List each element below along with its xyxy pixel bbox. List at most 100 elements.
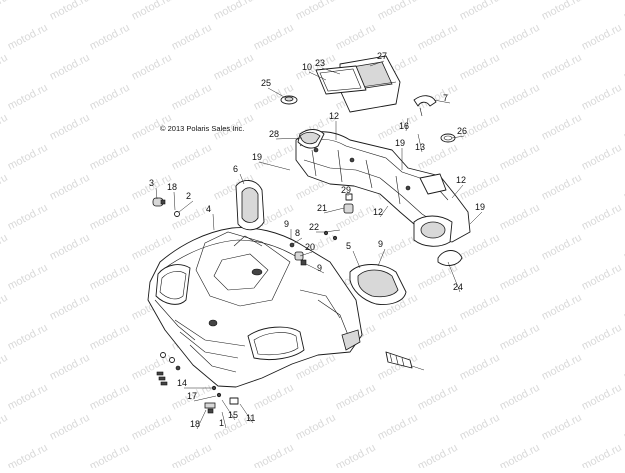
leader-line: [267, 87, 287, 99]
callout-16: 16: [399, 121, 409, 131]
callout-20: 20: [305, 242, 315, 252]
leader-line: [469, 211, 483, 225]
watermark-text: motod.ru: [88, 202, 132, 233]
watermark-text: motod.ru: [622, 0, 625, 23]
connector: [385, 351, 425, 371]
callout-12a: 12: [329, 111, 339, 121]
watermark-text: motod.ru: [6, 82, 50, 113]
watermark-text: motod.ru: [252, 22, 296, 53]
watermark-text: motod.ru: [88, 262, 132, 293]
callout-11: 11: [246, 413, 255, 423]
watermark-text: motod.ru: [0, 172, 10, 203]
clamp-ring: [440, 133, 456, 143]
callout-9a: 9: [284, 219, 289, 229]
watermark-text: motod.ru: [88, 22, 132, 53]
leader-lines: [155, 60, 483, 430]
watermark-text: motod.ru: [6, 22, 50, 53]
watermark-text: motod.ru: [6, 322, 50, 353]
leader-line: [433, 99, 451, 104]
callout-27: 27: [377, 51, 387, 61]
bushing-21: [343, 203, 354, 214]
leader-line: [321, 67, 341, 75]
callout-23: 23: [315, 58, 325, 68]
watermark-text: motod.ru: [540, 52, 584, 83]
watermark-text: motod.ru: [212, 52, 256, 83]
callout-28: 28: [269, 129, 279, 139]
callout-3: 3: [149, 178, 154, 188]
hood-panel: [147, 227, 363, 388]
watermark-text: motod.ru: [88, 322, 132, 353]
leader-line: [379, 205, 389, 218]
watermark-text: motod.ru: [88, 382, 132, 413]
watermark-text: motod.ru: [88, 442, 132, 468]
watermark-text: motod.ru: [376, 0, 420, 23]
watermark-text: motod.ru: [252, 382, 296, 413]
callout-4: 4: [206, 204, 211, 214]
watermark-text: motod.ru: [6, 142, 50, 173]
leader-line: [305, 263, 325, 274]
watermark-text: motod.ru: [498, 262, 542, 293]
watermark-text: motod.ru: [48, 292, 92, 323]
callout-19b: 19: [395, 138, 405, 148]
leader-line: [212, 213, 215, 231]
watermark-text: motod.ru: [170, 442, 214, 468]
leader-line: [221, 399, 236, 421]
watermark-text: motod.ru: [334, 442, 378, 468]
watermark-text: motod.ru: [48, 0, 92, 23]
grommet: [280, 95, 298, 105]
watermark-text: motod.ru: [48, 352, 92, 383]
watermark-text: motod.ru: [498, 382, 542, 413]
watermark-text: motod.ru: [458, 0, 502, 23]
watermark-text: motod.ru: [0, 0, 10, 23]
callout-15: 15: [228, 410, 238, 420]
lens: [437, 250, 463, 266]
leader-line: [221, 411, 227, 429]
callout-12b: 12: [456, 175, 466, 185]
watermark-text: motod.ru: [498, 202, 542, 233]
watermark-text: motod.ru: [48, 412, 92, 443]
copyright-text: © 2013 Polaris Sales Inc.: [160, 124, 244, 133]
watermark-text: motod.ru: [416, 382, 460, 413]
callout-25: 25: [261, 78, 271, 88]
watermark-text: motod.ru: [294, 412, 338, 443]
leader-line: [451, 135, 465, 139]
leader-line: [369, 60, 385, 67]
watermark-text: motod.ru: [334, 202, 378, 233]
callout-10: 10: [302, 62, 312, 72]
leader-line: [299, 251, 313, 257]
watermark-text: motod.ru: [294, 0, 338, 23]
callout-21: 21: [317, 203, 327, 213]
leader-line: [239, 403, 254, 424]
callout-2: 2: [186, 191, 191, 201]
watermark-text: motod.ru: [416, 322, 460, 353]
watermark-text: motod.ru: [0, 352, 10, 383]
callout-19c: 19: [475, 202, 485, 212]
watermark-text: motod.ru: [540, 232, 584, 263]
watermark-text: motod.ru: [334, 22, 378, 53]
leader-line: [196, 409, 207, 430]
leader-line: [447, 261, 461, 293]
watermark-text: motod.ru: [252, 442, 296, 468]
watermark-text: motod.ru: [580, 202, 624, 233]
callout-12c: 12: [373, 207, 383, 217]
arc-bracket: [413, 95, 437, 117]
watermark-text: motod.ru: [580, 82, 624, 113]
watermark-text: motod.ru: [498, 22, 542, 53]
callout-1: 1: [219, 418, 224, 428]
watermark-text: motod.ru: [458, 232, 502, 263]
watermark-text: motod.ru: [88, 82, 132, 113]
watermark-text: motod.ru: [170, 22, 214, 53]
watermark-text: motod.ru: [130, 52, 174, 83]
watermark-text: motod.ru: [48, 172, 92, 203]
leader-line: [417, 133, 423, 153]
callout-24: 24: [453, 282, 463, 292]
watermark-text: motod.ru: [48, 112, 92, 143]
callout-17: 17: [187, 391, 197, 401]
leader-line: [178, 200, 194, 213]
small-screw: [174, 211, 180, 217]
watermark-text: motod.ru: [130, 352, 174, 383]
watermark-text: motod.ru: [416, 22, 460, 53]
watermark-text: motod.ru: [498, 142, 542, 173]
watermark-text: motod.ru: [580, 142, 624, 173]
